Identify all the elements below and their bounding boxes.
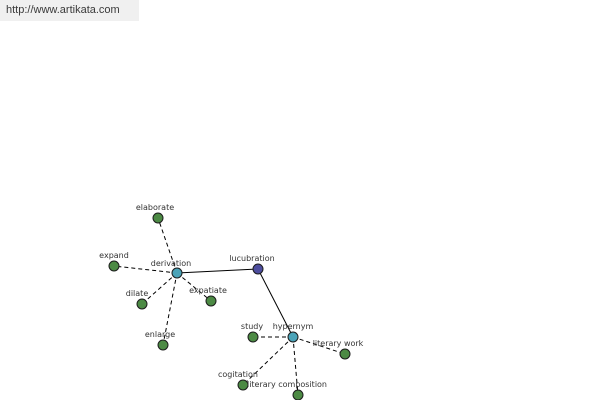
edge-hypernym-cogitation (242, 336, 294, 386)
node-literary-work[interactable] (339, 348, 351, 360)
edge-derivation-expand (113, 265, 178, 274)
node-label-derivation[interactable]: derivation (151, 259, 191, 268)
node-enlarge[interactable] (157, 339, 169, 351)
node-elaborate[interactable] (152, 212, 164, 224)
node-hypernym[interactable] (287, 331, 299, 343)
node-dilate[interactable] (136, 298, 148, 310)
node-label-literary-composition[interactable]: literary composition (247, 380, 327, 389)
node-label-study[interactable]: study (241, 322, 263, 331)
graph-edges (113, 217, 346, 396)
node-label-enlarge[interactable]: enlarge (145, 330, 175, 339)
edge-derivation-elaborate (157, 217, 178, 274)
node-label-lucubration[interactable]: lucubration (229, 254, 274, 263)
node-study[interactable] (247, 331, 259, 343)
node-expatiate[interactable] (205, 295, 217, 307)
node-cogitation[interactable] (237, 379, 249, 391)
node-expand[interactable] (108, 260, 120, 272)
site-url-text[interactable]: http://www.artikata.com (6, 4, 120, 16)
node-label-elaborate[interactable]: elaborate (136, 203, 174, 212)
edge-hypernym-literary-composition (292, 336, 299, 396)
node-lucubration[interactable] (252, 263, 264, 275)
edge-lucubration-derivation (176, 268, 259, 274)
node-label-expand[interactable]: expand (99, 251, 129, 260)
site-url-banner[interactable]: http://www.artikata.com (0, 0, 139, 21)
graph-labels: lucubration derivation hypernym elaborate ex… (99, 203, 364, 389)
edge-derivation-expatiate (176, 272, 212, 302)
node-label-dilate[interactable]: dilate (126, 289, 149, 298)
node-label-expatiate[interactable]: expatiate (189, 286, 227, 295)
node-derivation[interactable] (171, 267, 183, 279)
node-label-literary-work[interactable]: literary work (313, 339, 364, 348)
node-label-cogitation[interactable]: cogitation (218, 370, 258, 379)
graph-nodes (108, 212, 351, 400)
edge-hypernym-literary-work (292, 336, 346, 355)
node-label-hypernym[interactable]: hypernym (273, 322, 314, 331)
edge-derivation-dilate (141, 272, 178, 305)
node-literary-composition[interactable] (292, 389, 304, 400)
edge-lucubration-hypernym (257, 268, 294, 338)
edge-derivation-enlarge (162, 272, 178, 346)
